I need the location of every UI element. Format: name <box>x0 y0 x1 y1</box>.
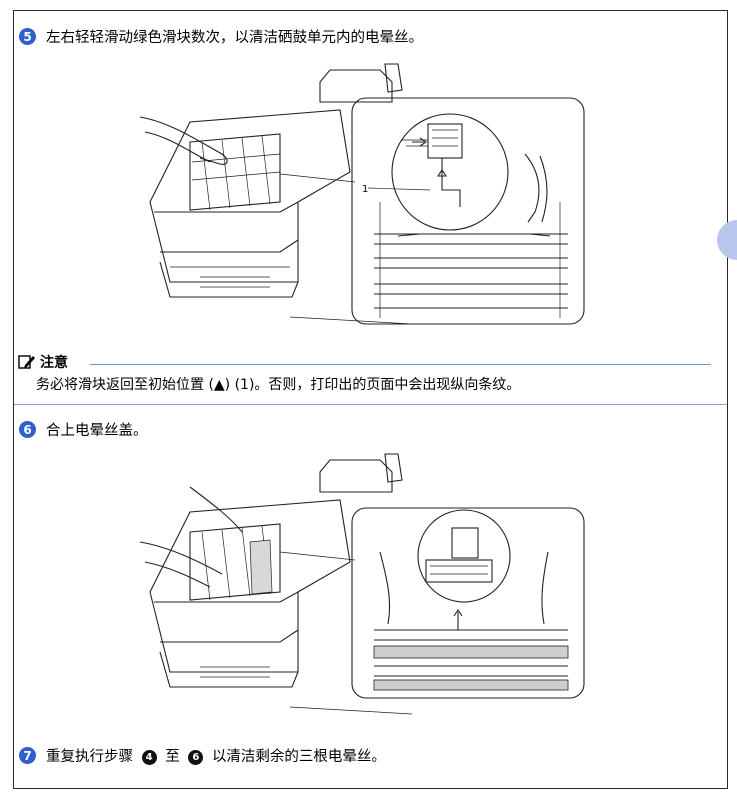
callout-label-1: 1 <box>362 184 368 195</box>
note-pencil-icon <box>18 355 35 369</box>
step-5: 5 左右轻轻滑动绿色滑块数次，以清洁硒鼓单元内的电晕丝。 <box>19 26 423 47</box>
step-number-badge: 5 <box>19 28 36 45</box>
step-reference-badge: 6 <box>188 749 204 765</box>
figure-clean-corona-wire: 1 <box>139 63 585 325</box>
note-title: 注意 <box>40 355 68 371</box>
note-rule <box>90 364 711 365</box>
step-number-badge: 6 <box>19 421 36 438</box>
step-number-badge: 7 <box>19 747 36 764</box>
step-text: 重复执行步骤 4 至 6 以清洁剩余的三根电晕丝。 <box>46 745 386 766</box>
step-text: 合上电晕丝盖。 <box>46 423 148 439</box>
step-text-part: 至 <box>165 749 180 765</box>
note-header: 注意 <box>18 352 68 372</box>
note-text: 务必将滑块返回至初始位置 (▲) (1)。否则，打印出的页面中会出现纵向条纹。 <box>36 377 521 393</box>
step-reference-badge: 4 <box>141 749 157 765</box>
printer-drawing <box>139 453 413 715</box>
step-text: 左右轻轻滑动绿色滑块数次，以清洁硒鼓单元内的电晕丝。 <box>46 30 423 46</box>
figure-close-corona-cover <box>139 453 585 715</box>
inset-detail-panel <box>351 97 585 325</box>
step-6: 6 合上电晕丝盖。 <box>19 419 148 440</box>
step-text-part: 以清洁剩余的三根电晕丝。 <box>211 749 386 765</box>
section-divider <box>14 404 727 405</box>
printer-drawing <box>139 63 413 325</box>
step-text-part: 重复执行步骤 <box>46 749 133 765</box>
step-7: 7 重复执行步骤 4 至 6 以清洁剩余的三根电晕丝。 <box>19 745 386 766</box>
page-frame <box>13 10 728 789</box>
side-tab-marker <box>717 220 737 260</box>
inset-detail-panel <box>351 507 585 699</box>
